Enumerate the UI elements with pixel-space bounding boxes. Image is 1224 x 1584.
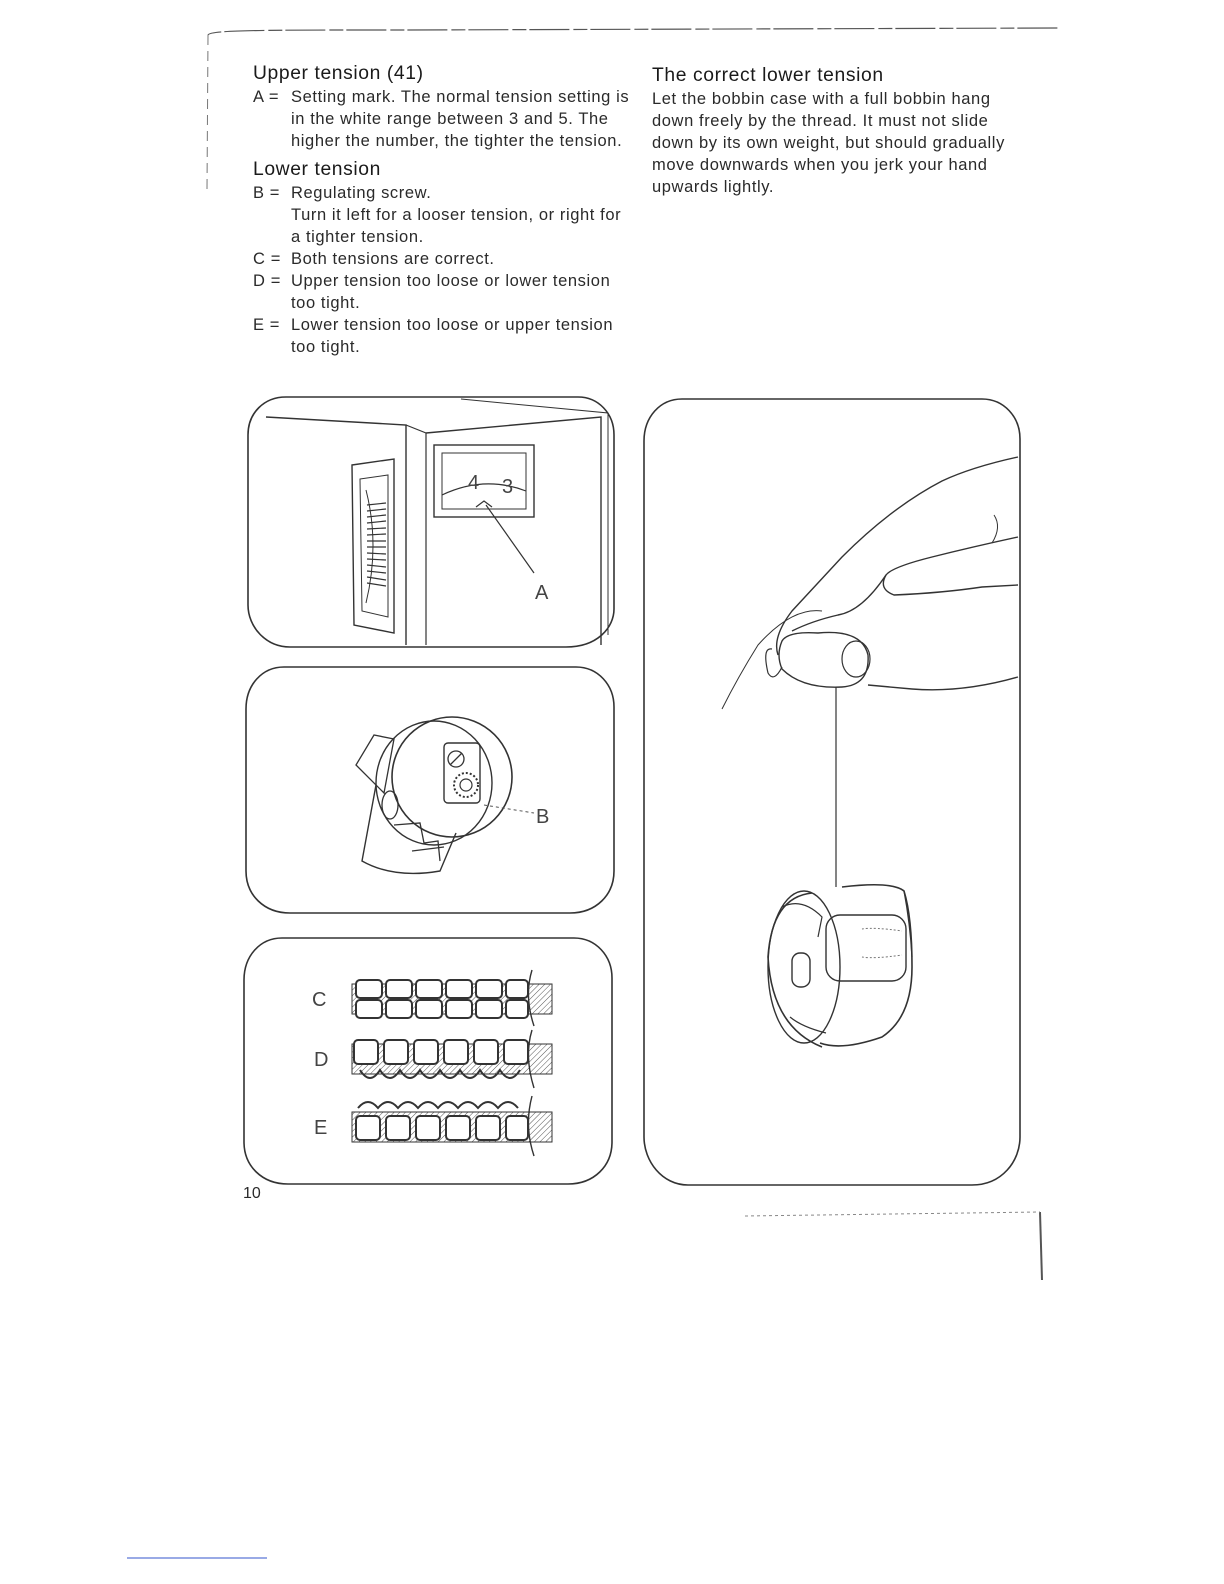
item-text: Regulating screw. Turn it left for a loo… xyxy=(291,182,633,248)
item-key: B = xyxy=(253,184,281,202)
stitch-label-d: D xyxy=(314,1049,328,1071)
stitch-row-d xyxy=(351,1029,553,1089)
stitch-label-c: C xyxy=(312,989,326,1011)
item-key: D = xyxy=(253,272,281,290)
item-key: C = xyxy=(253,250,281,268)
stitch-label-e: E xyxy=(314,1117,327,1139)
item-b: B = Regulating screw. Turn it left for a… xyxy=(253,182,633,248)
item-e: E = Lower tension too loose or upper ten… xyxy=(253,314,633,358)
correct-lower-tension-heading: The correct lower tension xyxy=(652,65,884,86)
item-text: Both tensions are correct. xyxy=(291,250,495,268)
correct-lower-tension-text: Let the bobbin case with a full bobbin h… xyxy=(652,90,1005,196)
item-a: A = Setting mark. The normal tension set… xyxy=(253,86,633,152)
item-key: A = xyxy=(253,88,280,106)
label-b: B xyxy=(536,806,549,828)
item-text: Upper tension too loose or lower tension… xyxy=(291,272,611,312)
item-text-sub: Turn it left for a looser tension, or ri… xyxy=(291,206,622,246)
item-text: Lower tension too loose or upper tension… xyxy=(291,316,614,356)
left-text-column: Upper tension (41) A = Setting mark. The… xyxy=(253,63,633,358)
figure-upper-tension-dial: 4 3 A xyxy=(246,395,618,651)
lower-tension-heading: Lower tension xyxy=(253,159,381,180)
figure-bobbin-case-screw: B xyxy=(244,665,618,917)
item-c: C = Both tensions are correct. xyxy=(253,248,633,270)
upper-tension-heading: Upper tension (41) xyxy=(253,63,424,84)
item-key: E = xyxy=(253,316,281,334)
item-text: Setting mark. The normal tension setting… xyxy=(291,88,630,150)
page-number: 10 xyxy=(243,1185,261,1202)
stitch-row-e xyxy=(351,1095,553,1157)
stitch-row-c xyxy=(351,969,553,1027)
item-d: D = Upper tension too loose or lower ten… xyxy=(253,270,633,314)
dial-number-3: 3 xyxy=(502,476,513,498)
figure-stitch-examples: C D E xyxy=(242,936,616,1188)
figure-hanging-bobbin-case xyxy=(642,397,1024,1189)
label-a: A xyxy=(535,582,549,604)
dial-number-4: 4 xyxy=(468,472,479,494)
item-text-main: Regulating screw. xyxy=(291,184,432,202)
right-text-column: The correct lower tension Let the bobbin… xyxy=(652,65,1022,198)
